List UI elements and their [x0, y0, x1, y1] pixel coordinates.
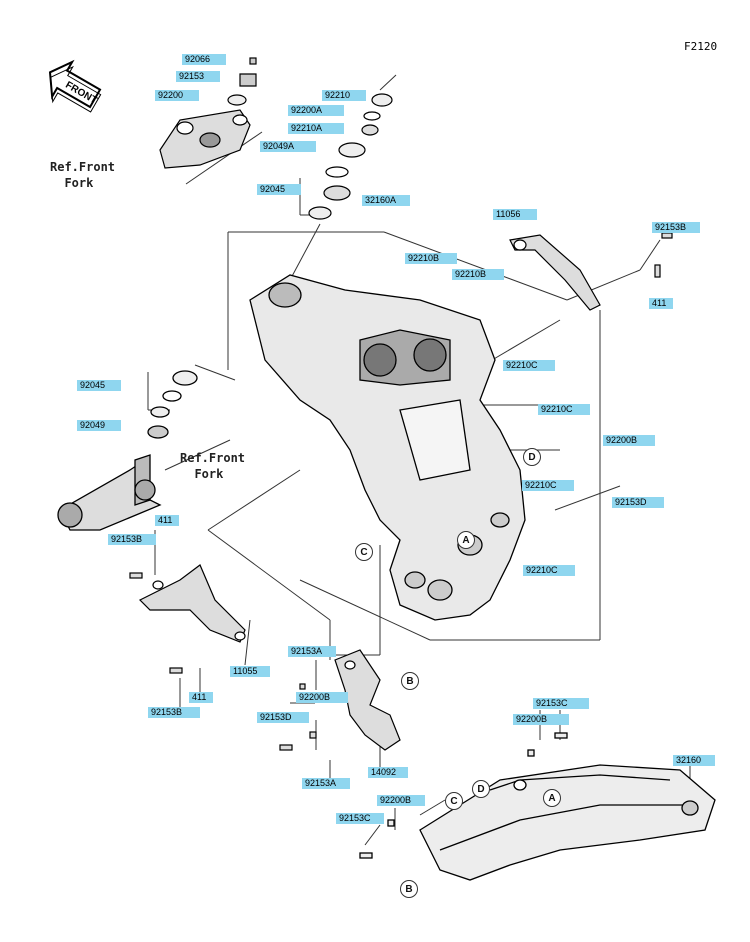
part-label[interactable]: 92045	[77, 380, 121, 391]
ref-front-fork-bottom: Ref.Front Fork	[180, 451, 246, 481]
callout-circle: D	[472, 780, 490, 798]
part-label[interactable]: 411	[649, 298, 673, 309]
front-arrow-icon: FRONT	[48, 59, 102, 113]
part-label[interactable]: 92210A	[288, 123, 344, 134]
part-label[interactable]: 92210B	[405, 253, 457, 264]
callout-circle: D	[523, 448, 541, 466]
callout-circle: B	[401, 672, 419, 690]
part-label[interactable]: 411	[155, 515, 179, 526]
callout-circle: A	[543, 789, 561, 807]
part-label[interactable]: 92049A	[260, 141, 316, 152]
part-label[interactable]: 92200B	[296, 692, 348, 703]
part-label[interactable]: 411	[189, 692, 213, 703]
part-label[interactable]: 11055	[230, 666, 270, 677]
part-label[interactable]: 32160	[673, 755, 715, 766]
part-label[interactable]: 92210	[322, 90, 366, 101]
part-label[interactable]: 92153	[176, 71, 220, 82]
part-label[interactable]: 92210C	[503, 360, 555, 371]
part-label[interactable]: 92153C	[336, 813, 384, 824]
part-label[interactable]: 92153B	[652, 222, 700, 233]
part-label[interactable]: 92210C	[523, 565, 575, 576]
part-label[interactable]: 92200A	[288, 105, 344, 116]
part-label[interactable]: 92200B	[603, 435, 655, 446]
part-label[interactable]: 14092	[368, 767, 408, 778]
part-label[interactable]: 92200B	[377, 795, 425, 806]
part-label[interactable]: 92153D	[257, 712, 309, 723]
part-label[interactable]: 32160A	[362, 195, 410, 206]
callout-circle: C	[355, 543, 373, 561]
part-label[interactable]: 92153B	[148, 707, 200, 718]
part-label[interactable]: 92153A	[302, 778, 350, 789]
part-label[interactable]: 92066	[182, 54, 226, 65]
callout-circle: B	[400, 880, 418, 898]
part-label[interactable]: 92153A	[288, 646, 336, 657]
part-label[interactable]: 92153B	[108, 534, 156, 545]
part-label[interactable]: 92153D	[612, 497, 664, 508]
callout-circle: A	[457, 531, 475, 549]
callout-circle: C	[445, 792, 463, 810]
diagram-code: F2120	[684, 40, 718, 53]
part-label[interactable]: 92210C	[522, 480, 574, 491]
part-label[interactable]: 92153C	[533, 698, 589, 709]
part-label[interactable]: 92210B	[452, 269, 504, 280]
part-label[interactable]: 11056	[493, 209, 537, 220]
part-label[interactable]: 92045	[257, 184, 301, 195]
part-label[interactable]: 92200B	[513, 714, 569, 725]
part-label[interactable]: 92210C	[538, 404, 590, 415]
part-label[interactable]: 92200	[155, 90, 199, 101]
part-label[interactable]: 92049	[77, 420, 121, 431]
ref-front-fork-top: Ref.Front Fork	[50, 160, 116, 190]
